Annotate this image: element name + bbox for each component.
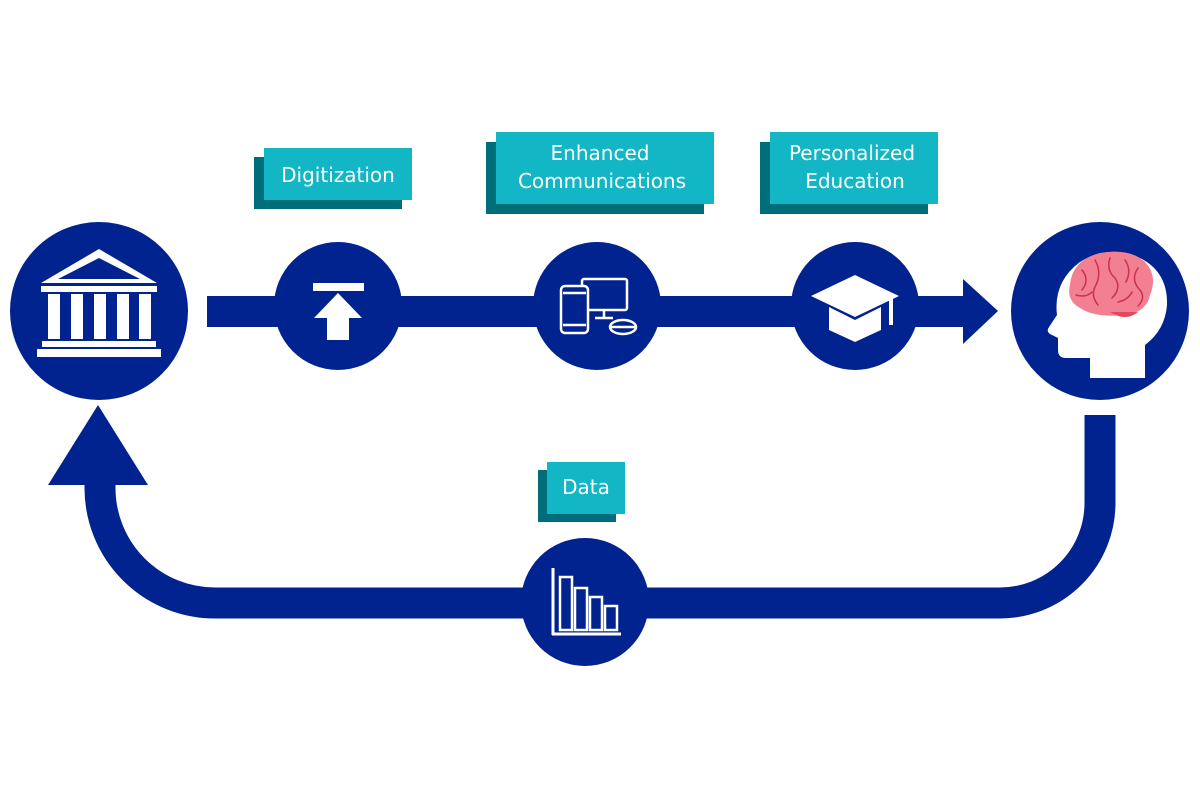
bar-chart-icon <box>551 568 621 636</box>
label-personalized-line1: Personalized <box>789 141 915 165</box>
label-personalized-line2: Education <box>805 169 905 193</box>
head-brain-icon <box>1047 251 1168 378</box>
label-enhanced-line2: Communications <box>518 169 686 193</box>
label-data-text: Data <box>562 475 610 499</box>
return-loop-arrow <box>84 415 1116 619</box>
label-personalized-education: Personalized Education <box>760 132 938 214</box>
data-node <box>521 538 649 666</box>
label-enhanced-line1: Enhanced <box>551 141 650 165</box>
education-node <box>791 242 919 370</box>
graduation-cap-icon <box>811 275 899 342</box>
institution-node <box>10 222 188 400</box>
devices-icon <box>559 277 638 336</box>
label-data: Data <box>538 462 625 522</box>
label-digitization-text: Digitization <box>281 163 395 187</box>
learner-node <box>1011 222 1189 400</box>
communications-node <box>533 242 661 370</box>
return-arrowhead <box>48 405 148 485</box>
label-digitization: Digitization <box>254 148 412 209</box>
label-enhanced-communications: Enhanced Communications <box>486 132 714 214</box>
institution-building-icon <box>37 249 161 357</box>
digitization-node <box>274 242 402 370</box>
upload-arrow-icon <box>313 283 364 340</box>
